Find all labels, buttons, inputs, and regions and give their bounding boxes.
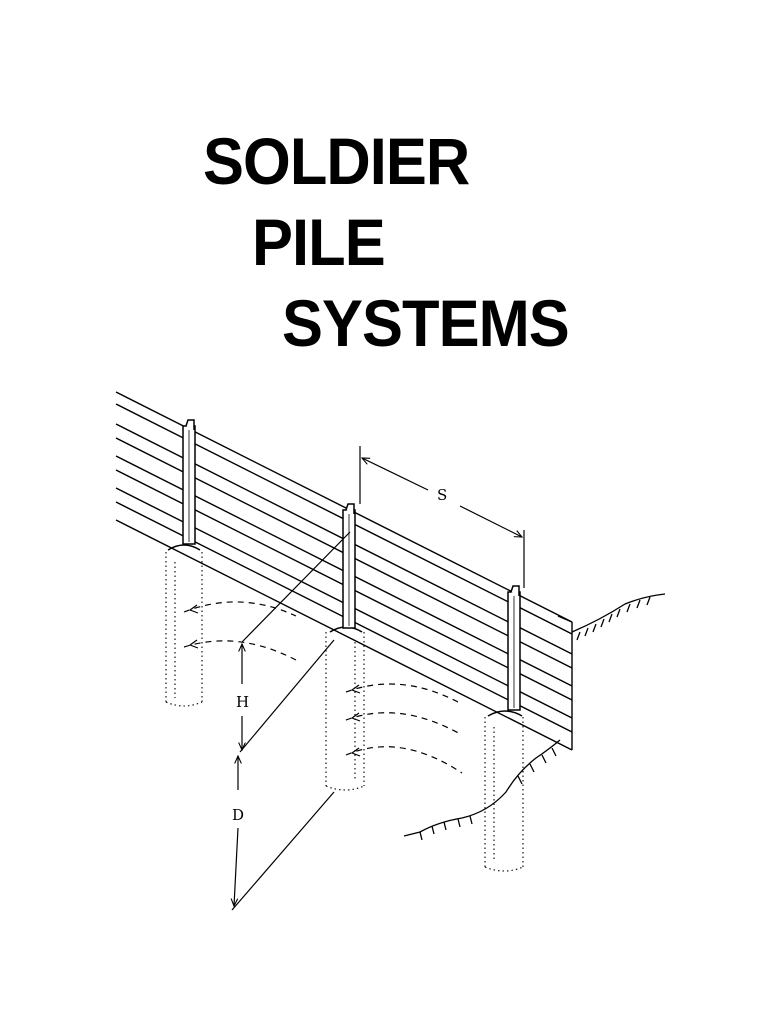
soldier-pile-middle — [329, 503, 363, 633]
dimension-height-depth — [232, 531, 351, 911]
depth-label: D — [232, 806, 244, 824]
height-label: H — [236, 693, 249, 711]
embedded-piles — [165, 552, 524, 872]
pile-shaft-right — [484, 717, 524, 872]
earth-pressure-arrows — [183, 601, 463, 774]
spacing-label: S — [437, 486, 447, 504]
soldier-piles — [167, 419, 523, 717]
soldier-pile-right — [487, 585, 523, 717]
soldier-pile-left — [167, 419, 201, 551]
pile-shaft-middle — [325, 632, 365, 791]
pile-shaft-left — [165, 552, 203, 707]
title-line-2: PILE — [252, 205, 386, 279]
dimension-spacing — [359, 446, 525, 588]
ground-profile — [403, 593, 666, 841]
title-line-3: SYSTEMS — [282, 286, 570, 360]
title-line-1: SOLDIER — [203, 124, 470, 198]
